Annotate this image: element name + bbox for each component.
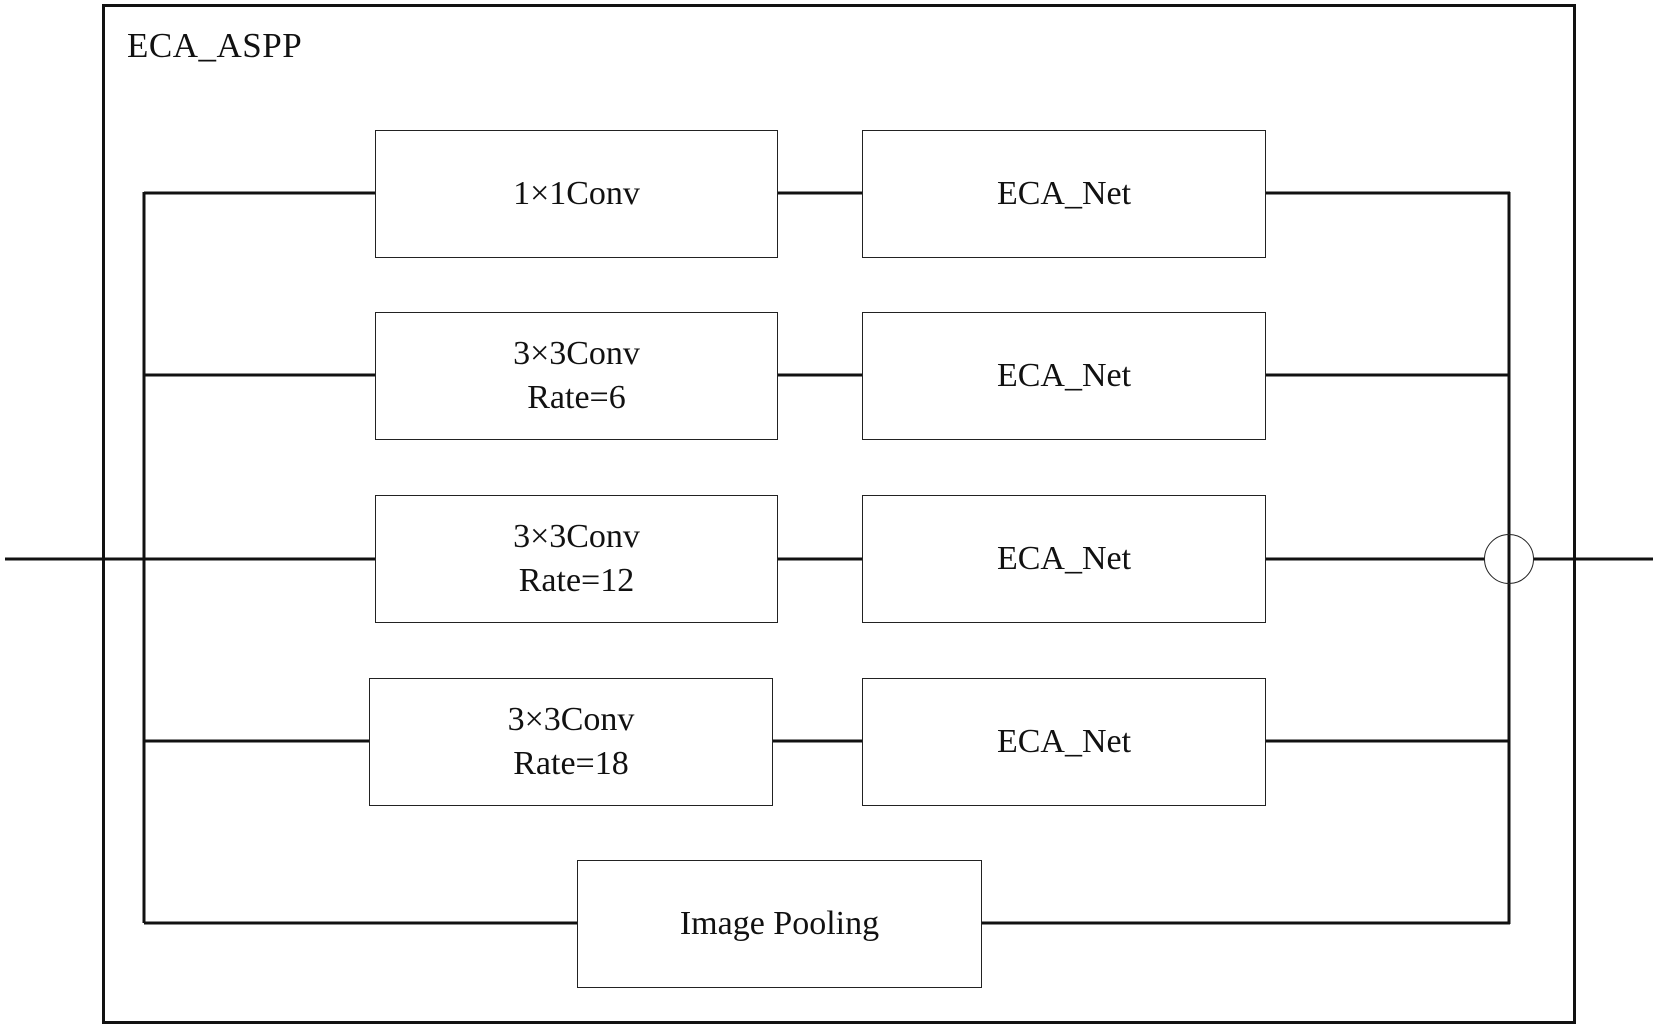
module-title: ECA_ASPP — [127, 26, 303, 65]
conv-label: 3×3Conv — [507, 701, 635, 738]
conv-block-4: 3×3Conv Rate=18 — [369, 678, 773, 806]
conv-block-1: 1×1Conv — [375, 130, 778, 258]
eca-net-block-2: ECA_Net — [862, 312, 1266, 440]
image-pooling-label: Image Pooling — [679, 905, 880, 942]
conv-rate-label: Rate=12 — [518, 562, 635, 599]
conv-label: 1×1Conv — [513, 175, 640, 212]
eca-net-label: ECA_Net — [996, 175, 1132, 212]
sum-node-icon — [1484, 534, 1534, 584]
conv-block-3: 3×3Conv Rate=12 — [375, 495, 778, 623]
eca-net-label: ECA_Net — [996, 723, 1132, 760]
eca-net-block-3: ECA_Net — [862, 495, 1266, 623]
eca-net-label: ECA_Net — [996, 357, 1132, 394]
conv-block-2: 3×3Conv Rate=6 — [375, 312, 778, 440]
eca-net-label: ECA_Net — [996, 540, 1132, 577]
module-frame — [102, 4, 1576, 1024]
eca-net-block-4: ECA_Net — [862, 678, 1266, 806]
conv-rate-label: Rate=18 — [513, 745, 629, 782]
eca-net-block-1: ECA_Net — [862, 130, 1266, 258]
conv-rate-label: Rate=6 — [527, 379, 626, 416]
conv-label: 3×3Conv — [513, 335, 640, 372]
conv-label: 3×3Conv — [513, 518, 640, 555]
image-pooling-block: Image Pooling — [577, 860, 982, 988]
